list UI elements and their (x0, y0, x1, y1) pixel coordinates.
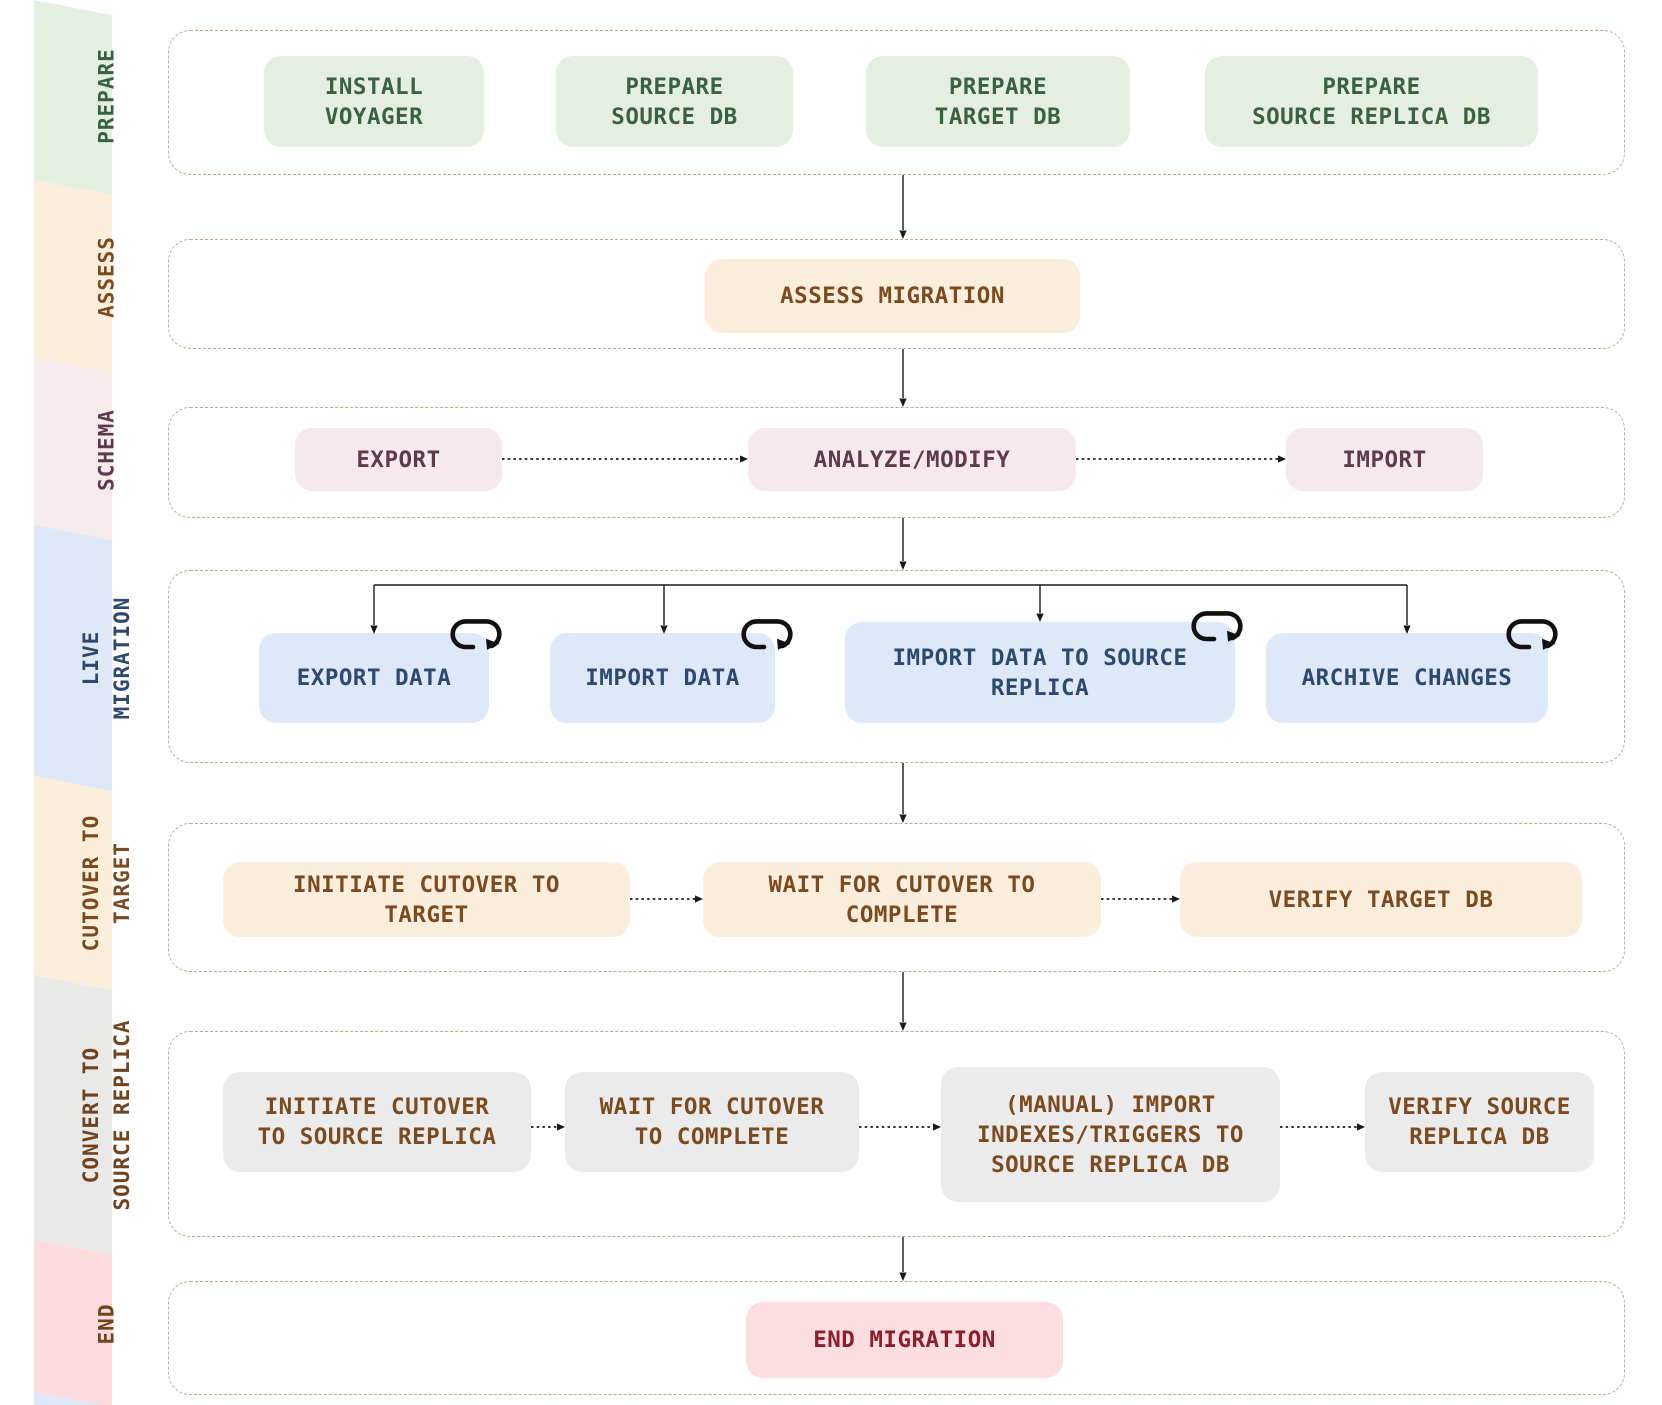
step-import-data-source-replica: IMPORT DATA TO SOURCE REPLICA (845, 622, 1235, 723)
step-wait-cutover-complete: WAIT FOR CUTOVER TO COMPLETE (703, 862, 1101, 937)
phase-row-schema (168, 407, 1625, 518)
loop-arrow-icon (1506, 619, 1558, 650)
sidebar-label-live-migration: LIVE MIGRATION (79, 596, 134, 720)
step-import-schema: IMPORT (1286, 428, 1483, 491)
phase-row-cutover-to-target (168, 823, 1625, 972)
step-prepare-source-db: PREPARE SOURCE DB (556, 56, 793, 147)
step-analyze-modify: ANALYZE/MODIFY (748, 428, 1076, 491)
step-import-data: IMPORT DATA (550, 633, 775, 723)
phase-row-end (168, 1281, 1625, 1395)
loop-arrow-icon (741, 619, 793, 650)
sidebar-label-assess: ASSESS (94, 236, 119, 318)
step-assess-migration: ASSESS MIGRATION (705, 259, 1080, 333)
step-wait-cutover-complete-replica: WAIT FOR CUTOVER TO COMPLETE (565, 1072, 859, 1172)
loop-arrow-icon (450, 619, 502, 650)
step-initiate-cutover-target: INITIATE CUTOVER TO TARGET (223, 862, 630, 937)
step-verify-source-replica-db: VERIFY SOURCE REPLICA DB (1365, 1072, 1594, 1172)
step-archive-changes: ARCHIVE CHANGES (1266, 633, 1548, 723)
loop-arrow-icon (1191, 611, 1243, 642)
step-end-migration: END MIGRATION (746, 1302, 1063, 1378)
phase-row-prepare (168, 30, 1625, 175)
sidebar-label-cutover-to-target: CUTOVER TO TARGET (79, 814, 134, 952)
step-export-schema: EXPORT (295, 428, 502, 491)
sidebar-label-end: END (94, 1303, 119, 1345)
step-initiate-cutover-source-replica: INITIATE CUTOVER TO SOURCE REPLICA (223, 1072, 531, 1172)
step-prepare-source-replica-db: PREPARE SOURCE REPLICA DB (1205, 56, 1538, 147)
step-manual-import-indexes-triggers: (MANUAL) IMPORT INDEXES/TRIGGERS TO SOUR… (941, 1067, 1280, 1202)
sidebar-label-schema: SCHEMA (94, 409, 119, 491)
phase-row-assess (168, 239, 1625, 349)
step-export-data: EXPORT DATA (259, 633, 489, 723)
phase-row-live-migration (168, 570, 1625, 763)
step-prepare-target-db: PREPARE TARGET DB (866, 56, 1130, 147)
sidebar-label-prepare: PREPARE (94, 48, 119, 144)
phase-row-convert-to-source-replica (168, 1031, 1625, 1237)
step-install-voyager: INSTALL VOYAGER (264, 56, 484, 147)
sidebar-label-convert-to-source-replica: CONVERT TO SOURCE REPLICA (79, 1019, 134, 1211)
step-verify-target-db: VERIFY TARGET DB (1180, 862, 1582, 937)
phase-sidebar: PREPARE ASSESS SCHEMA LIVE MIGRATION CUT… (34, 0, 134, 1405)
